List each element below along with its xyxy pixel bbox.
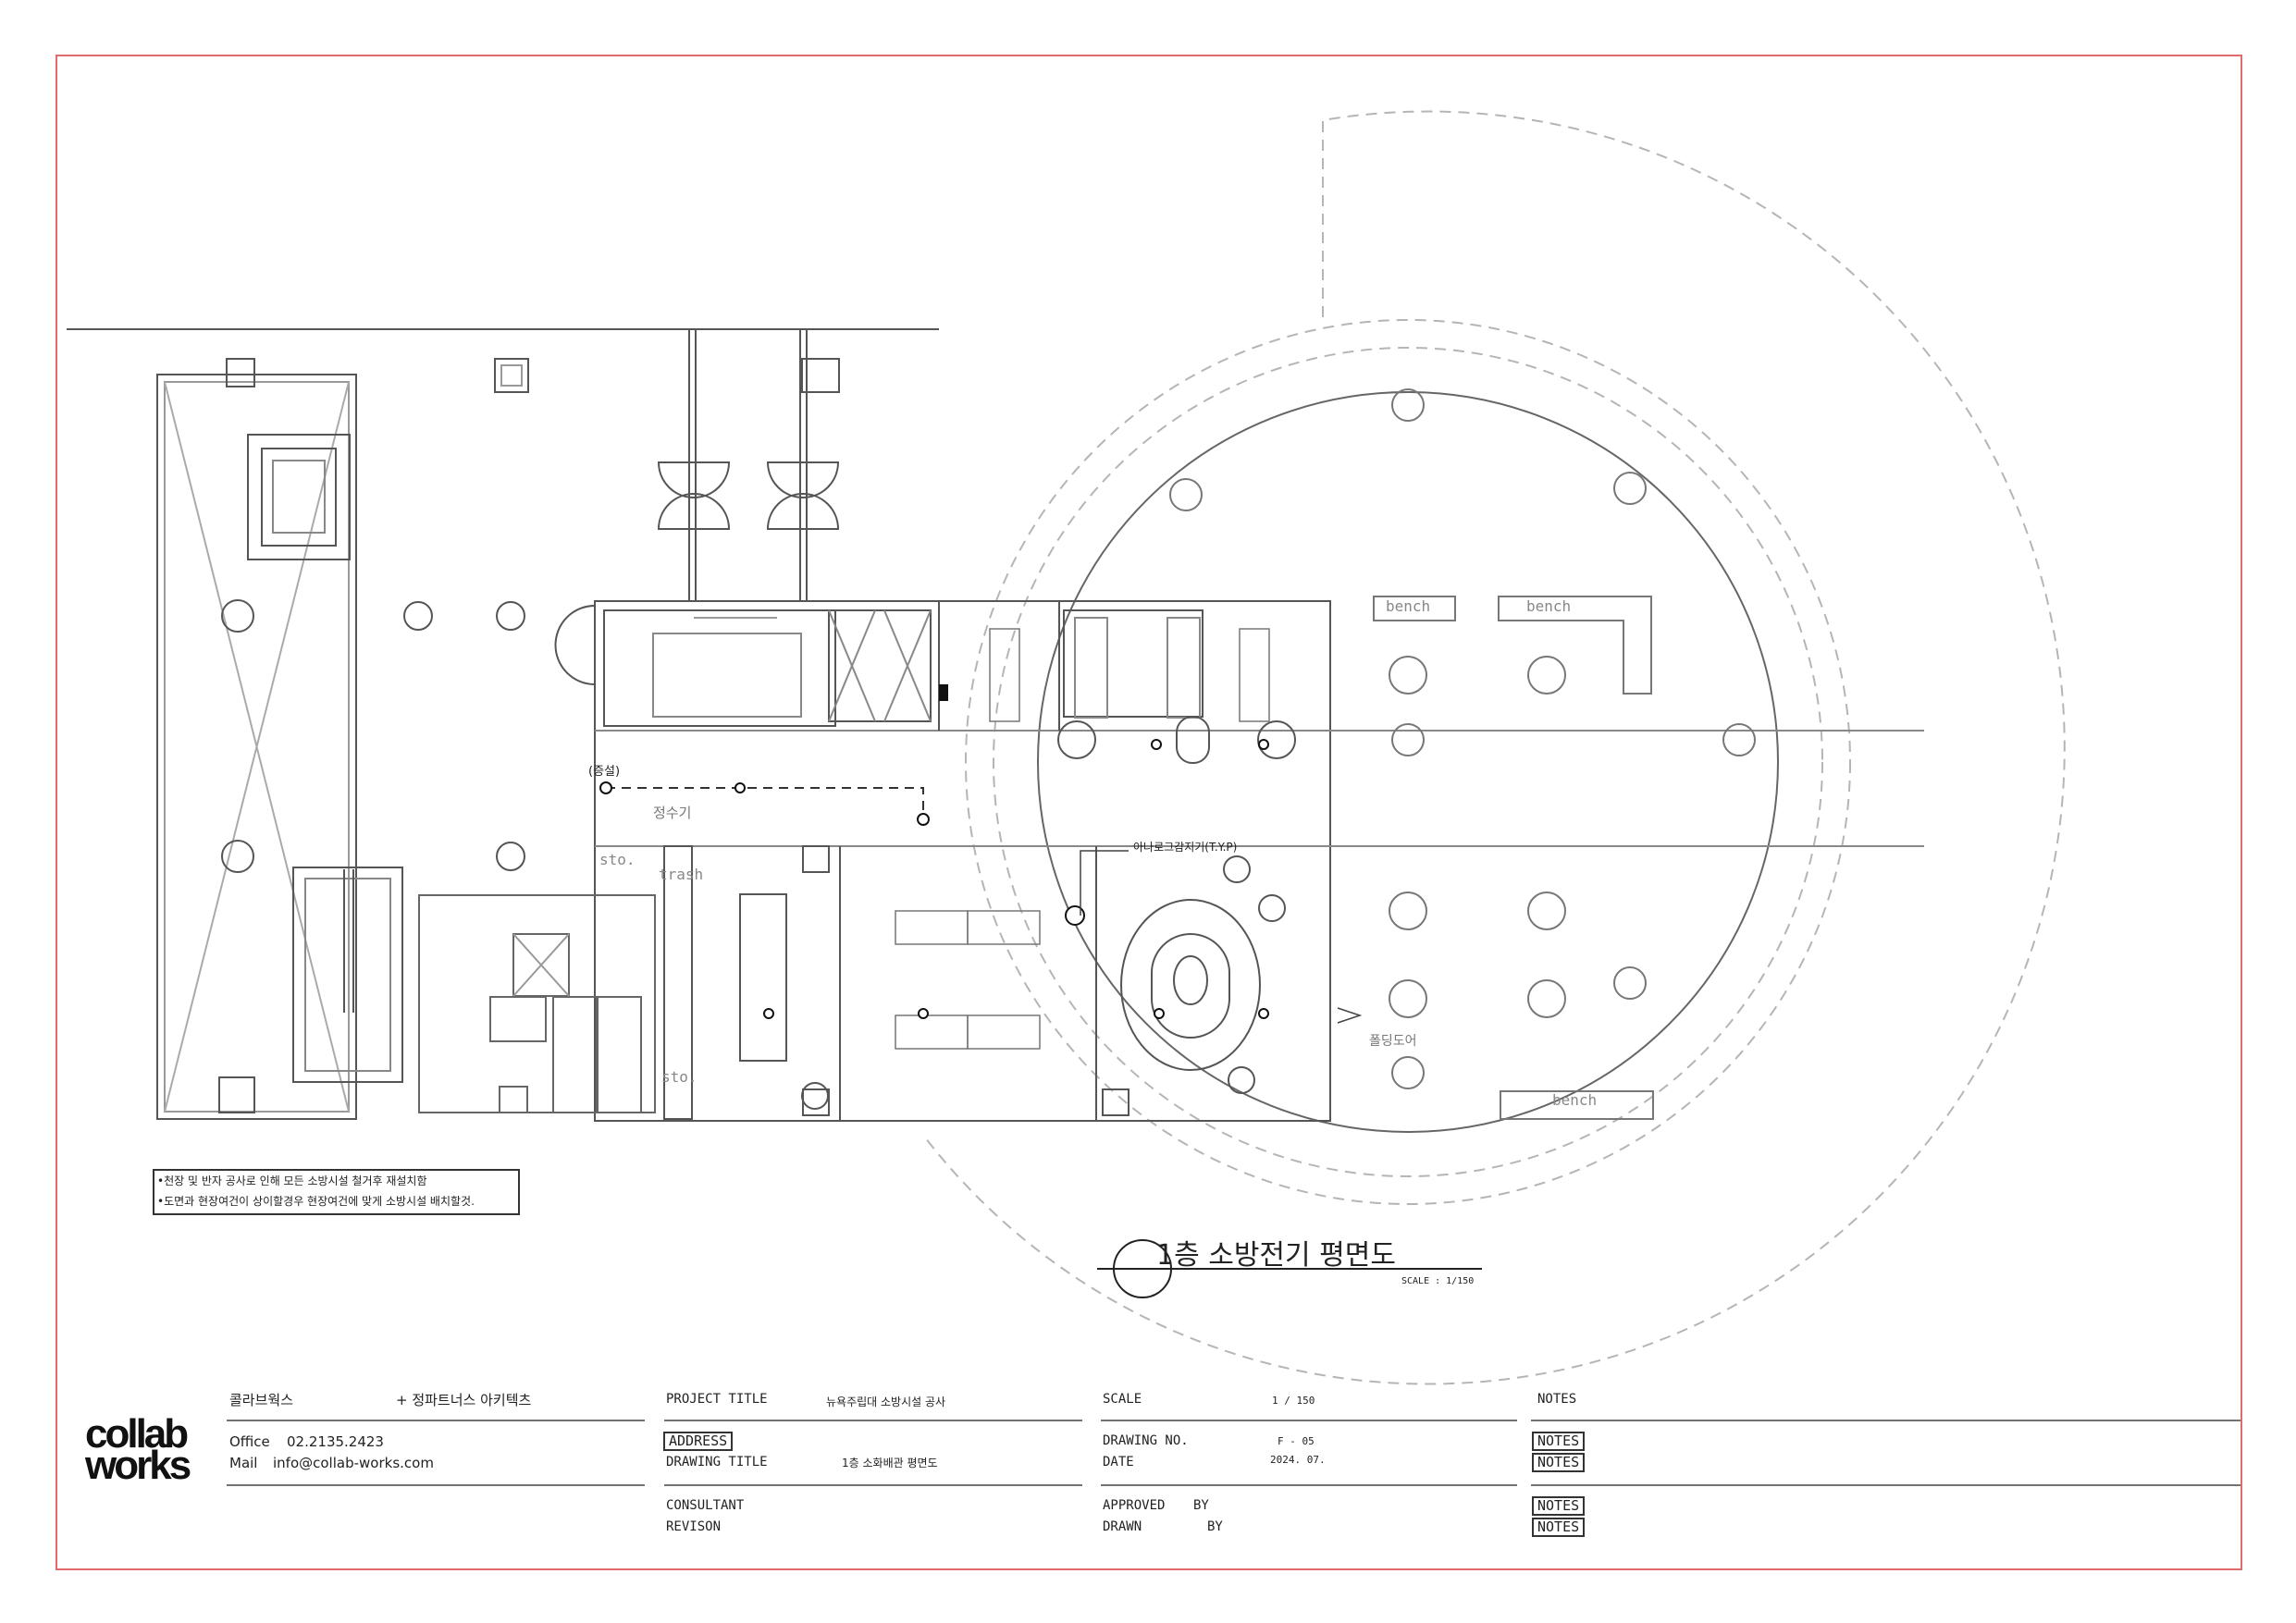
date-value: 2024. 07. [1270, 1454, 1326, 1466]
trash-label: trash [659, 866, 704, 883]
drawn-label: DRAWN [1103, 1519, 1142, 1534]
firm-name: 콜라브웍스 [229, 1392, 294, 1408]
folding-door-label: 폴딩도어 [1369, 1034, 1417, 1049]
office-label: Office [229, 1433, 270, 1450]
general-notes-frame [153, 1169, 520, 1215]
notes-header: NOTES [1537, 1392, 1577, 1407]
project-title-label: PROJECT TITLE [666, 1392, 768, 1407]
analog-detector-label: 아나로그감지기(T.Y.P) [1133, 841, 1238, 854]
collab-works-logo: collab works [85, 1411, 191, 1489]
drawing-title: 1층 소화배관 평면도 [842, 1457, 938, 1469]
outdoor-dashed-arcs [924, 110, 2066, 1385]
bench-label: bench [1552, 1091, 1598, 1109]
drawn-by: BY [1207, 1519, 1223, 1534]
new-install-label: (증설) [588, 765, 621, 779]
drawing-heading-scale: SCALE : 1/150 [1401, 1276, 1475, 1286]
storage-label: sto. [661, 1068, 697, 1086]
approved-by: BY [1193, 1498, 1209, 1513]
address-label: ADDRESS [663, 1432, 734, 1452]
drawing-no: F - 05 [1278, 1435, 1315, 1447]
left-wing [156, 358, 529, 1120]
furniture-tables [895, 628, 1270, 1050]
toilet-block [418, 894, 656, 1113]
bench-label: bench [1526, 597, 1572, 615]
revision-label: REVISON [666, 1519, 722, 1534]
notes-box: NOTES [1532, 1432, 1586, 1452]
drawing-title-mark [1097, 1239, 1482, 1298]
mail-label: Mail [229, 1455, 258, 1471]
consultant-label: CONSULTANT [666, 1498, 745, 1513]
scale-value: 1 / 150 [1272, 1395, 1315, 1407]
outdoor-furniture [1169, 388, 1756, 1120]
date-label: DATE [1103, 1455, 1134, 1469]
notes-box: NOTES [1532, 1453, 1586, 1473]
water-purifier-label: 정수기 [653, 805, 692, 821]
approved-label: APPROVED [1103, 1498, 1166, 1513]
scale-label: SCALE [1103, 1392, 1142, 1407]
notes-box: NOTES [1532, 1496, 1586, 1517]
bench-label: bench [1386, 597, 1431, 615]
general-note: •도면과 현장여건이 상이할경우 현장여건에 맞게 소방시설 배치할것. [157, 1195, 475, 1208]
plaza-circle [1037, 391, 1779, 1133]
mail-address[interactable]: info@collab-works.com [273, 1455, 434, 1471]
drawing-title-label: DRAWING TITLE [666, 1455, 768, 1469]
title-block-rules [227, 1420, 2240, 1486]
sheet-border [56, 55, 2242, 1570]
general-note: •천장 및 반자 공사로 인해 모든 소방시설 철거후 재설치함 [157, 1174, 427, 1187]
notes-box: NOTES [1532, 1518, 1586, 1538]
office-phone: 02.2135.2423 [287, 1433, 384, 1450]
storage-label: sto. [599, 851, 636, 868]
main-building [554, 600, 1924, 1122]
partner-name: + 정파트너스 아키텍츠 [396, 1392, 532, 1408]
project-title: 뉴욕주립대 소방시설 공사 [826, 1396, 946, 1408]
entrance-corridors [657, 329, 840, 601]
drawing-no-label: DRAWING NO. [1103, 1433, 1189, 1448]
drawing-heading-title: 1층 소방전기 평면도 [1156, 1239, 1396, 1272]
fire-alarm-wiring [599, 684, 1363, 1024]
